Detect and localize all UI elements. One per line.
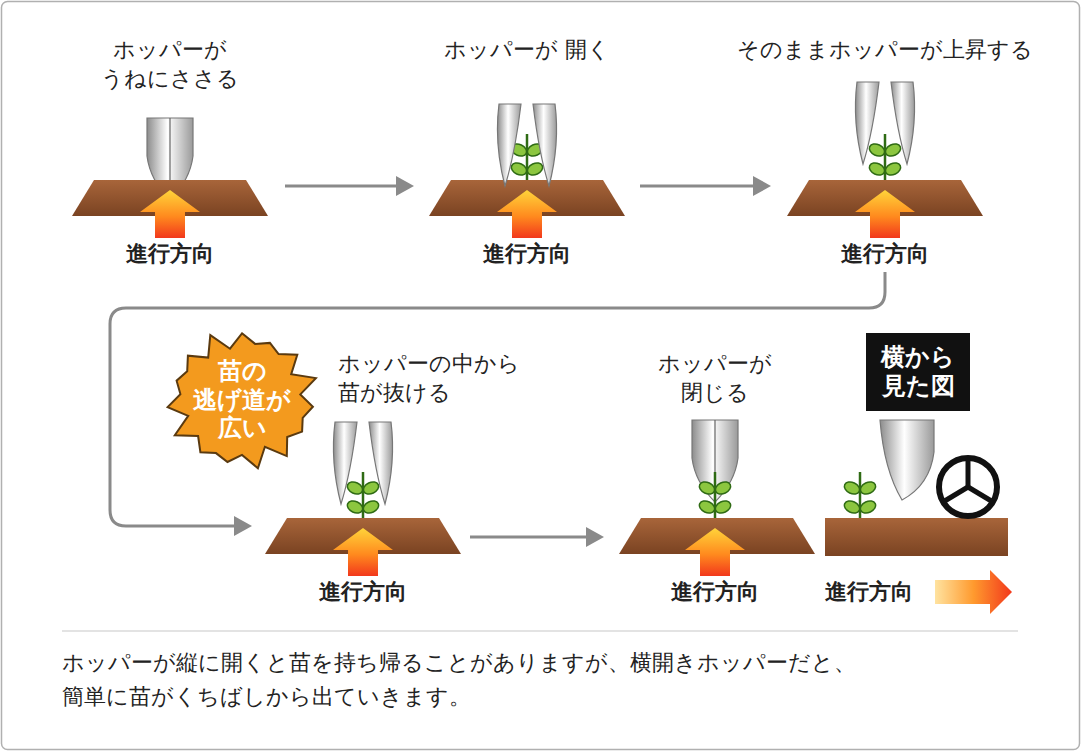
step-label: ホッパーが うねにささる (80, 36, 260, 93)
direction-label: 進行方向 (635, 578, 795, 607)
node-text: 苗の 逃げ道が 広い (186, 357, 298, 443)
direction-label: 進行方向 (825, 578, 935, 607)
step-label: そのままホッパーが上昇する (715, 36, 1055, 65)
direction-label: 進行方向 (447, 240, 607, 269)
direction-label: 進行方向 (805, 240, 965, 269)
direction-label: 進行方向 (283, 578, 443, 607)
node-label: 苗の 逃げ道が 広い (186, 357, 298, 443)
direction-label: 進行方向 (90, 240, 250, 269)
tag-shape (866, 333, 970, 411)
step-label: ホッパーが 閉じる (625, 350, 805, 407)
node-label: 横から 見た図 (873, 343, 963, 401)
step-label: ホッパーが 開く (437, 36, 617, 65)
burst-shape (168, 333, 316, 468)
view-tag: 横から 見た図 (866, 333, 970, 411)
node-text: 横から 見た図 (873, 343, 963, 401)
caption: ホッパーが縦に開くと苗を持ち帰ることがありますが、横開きホッパーだと、 簡単に苗… (62, 646, 1022, 714)
callout-burst: 苗の 逃げ道が 広い (163, 328, 321, 472)
step-label: ホッパーの中から 苗が抜ける (338, 350, 548, 407)
